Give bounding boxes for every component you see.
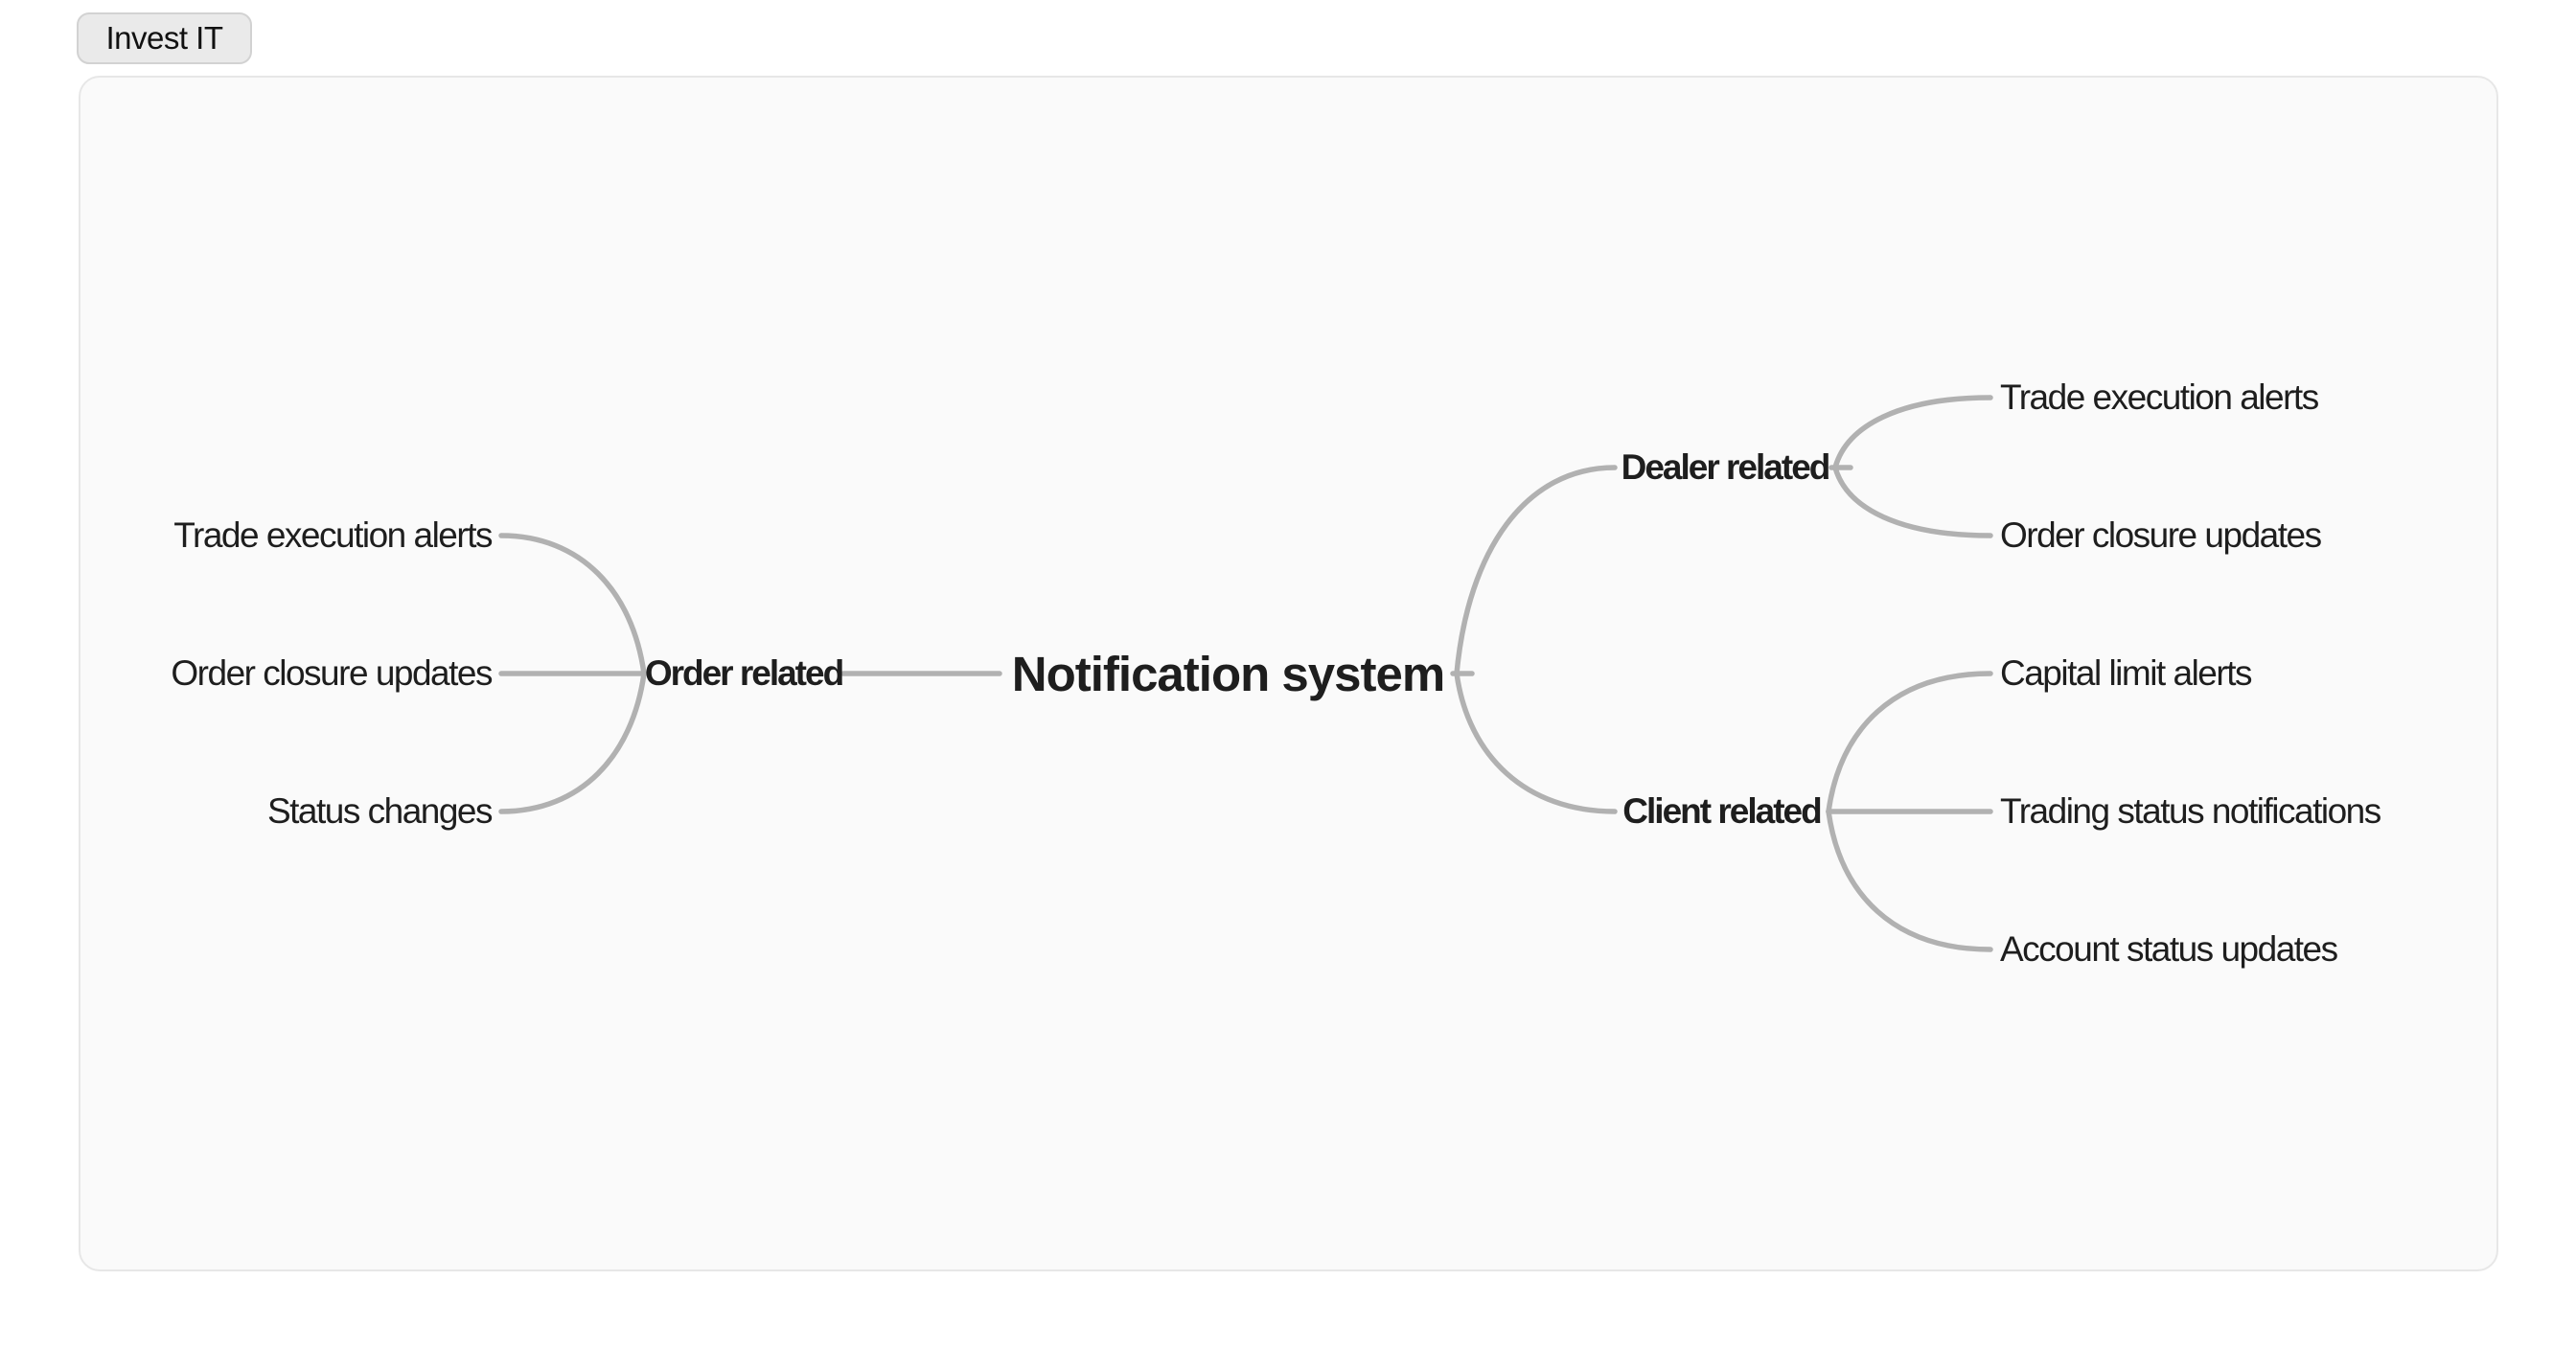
mindmap-branch-client-related[interactable]: Client related [1622, 791, 1822, 831]
mindmap-panel [79, 76, 2498, 1271]
mindmap-leaf-trade-execution-alerts-right[interactable]: Trade execution alerts [2000, 377, 2319, 417]
mindmap-leaf-order-closure-updates-left[interactable]: Order closure updates [171, 653, 493, 693]
mindmap-branch-dealer-related[interactable]: Dealer related [1621, 447, 1831, 487]
invest-it-button[interactable]: Invest IT [77, 12, 252, 64]
mindmap-leaf-order-closure-updates-right[interactable]: Order closure updates [2000, 515, 2322, 555]
mindmap-leaf-trade-execution-alerts-left[interactable]: Trade execution alerts [173, 515, 493, 555]
mindmap-leaf-capital-limit-alerts[interactable]: Capital limit alerts [2000, 653, 2252, 693]
mindmap-root-notification-system[interactable]: Notification system [1011, 646, 1445, 701]
mindmap-leaf-trading-status-notifications[interactable]: Trading status notifications [2000, 791, 2381, 831]
mindmap-leaf-account-status-updates[interactable]: Account status updates [2000, 929, 2338, 969]
mindmap-leaf-status-changes[interactable]: Status changes [266, 791, 494, 831]
mindmap-branch-order-related[interactable]: Order related [644, 653, 844, 693]
